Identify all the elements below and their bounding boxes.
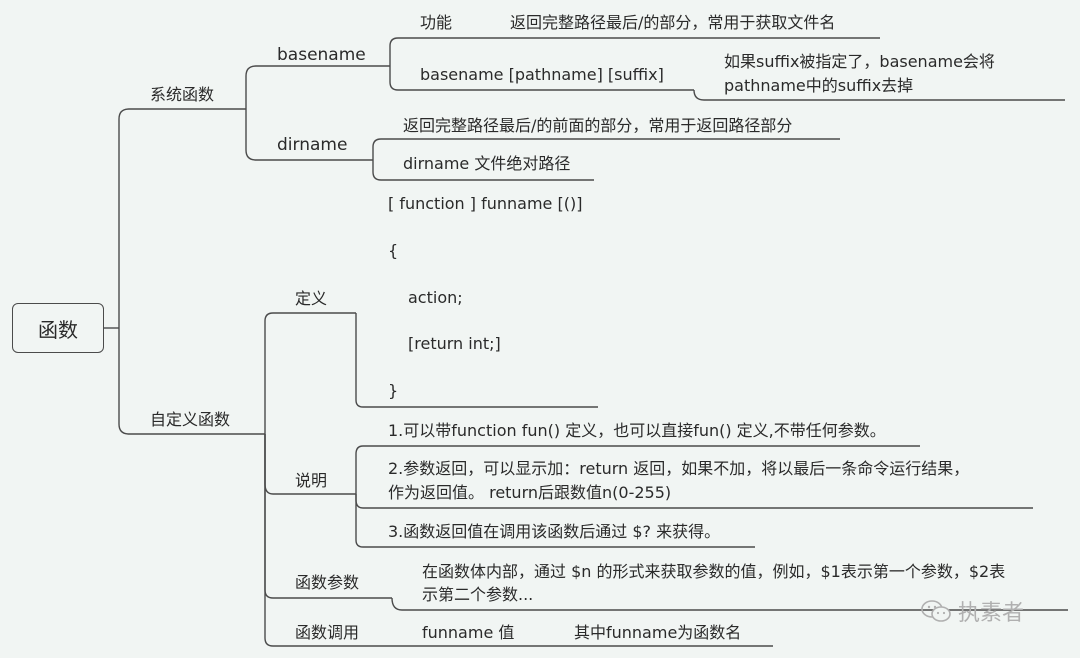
root-label: 函数 (38, 317, 78, 342)
branch-system-functions[interactable]: 系统函数 (150, 85, 215, 104)
dirname-syntax: dirname 文件绝对路径 (403, 154, 571, 173)
definition-code-line5: } (388, 381, 399, 400)
watermark: 执素者 (920, 595, 1024, 627)
definition-code-line4: [return int;] (408, 334, 501, 353)
node-function-call[interactable]: 函数调用 (295, 623, 360, 642)
dirname-desc: 返回完整路径最后/的前面的部分，常用于返回路径部分 (403, 116, 793, 135)
definition-code-line3: action; (408, 288, 463, 307)
call-desc: 其中funname为函数名 (574, 623, 742, 642)
node-definition[interactable]: 定义 (295, 289, 328, 308)
basename-suffix-desc-line1: 如果suffix被指定了，basename会将 (724, 52, 995, 71)
call-syntax: funname 值 (422, 623, 515, 642)
node-function-params[interactable]: 函数参数 (295, 573, 360, 592)
note-item-2-line1: 2.参数返回，可以显示加：return 返回，如果不加，将以最后一条命令运行结果… (388, 459, 970, 478)
watermark-text: 执素者 (958, 601, 1025, 626)
params-desc-line1: 在函数体内部，通过 $n 的形式来获取参数的值，例如，$1表示第一个参数，$2表 (422, 562, 1006, 581)
basename-syntax: basename [pathname] [suffix] (420, 65, 664, 84)
basename-suffix-desc-line2: pathname中的suffix去掉 (724, 76, 914, 95)
definition-code-line2: { (388, 241, 399, 260)
basename-function-desc: 返回完整路径最后/的部分，常用于获取文件名 (510, 13, 836, 32)
wechat-icon (921, 600, 951, 622)
definition-code-line1: [ function ] funname [()] (388, 194, 583, 213)
root-node[interactable]: 函数 (12, 303, 104, 353)
branch-custom-functions[interactable]: 自定义函数 (150, 410, 231, 429)
node-dirname[interactable]: dirname (277, 135, 348, 155)
note-item-2-line2: 作为返回值。 return后跟数值n(0-255) (388, 483, 672, 502)
node-basename[interactable]: basename (277, 45, 366, 65)
params-desc-line2: 示第二个参数... (422, 585, 534, 604)
node-notes[interactable]: 说明 (295, 471, 328, 490)
note-item-1: 1.可以带function fun() 定义，也可以直接fun() 定义,不带任… (388, 421, 886, 440)
basename-function-label: 功能 (420, 13, 453, 32)
note-item-3: 3.函数返回值在调用该函数后通过 $? 来获得。 (388, 522, 721, 541)
